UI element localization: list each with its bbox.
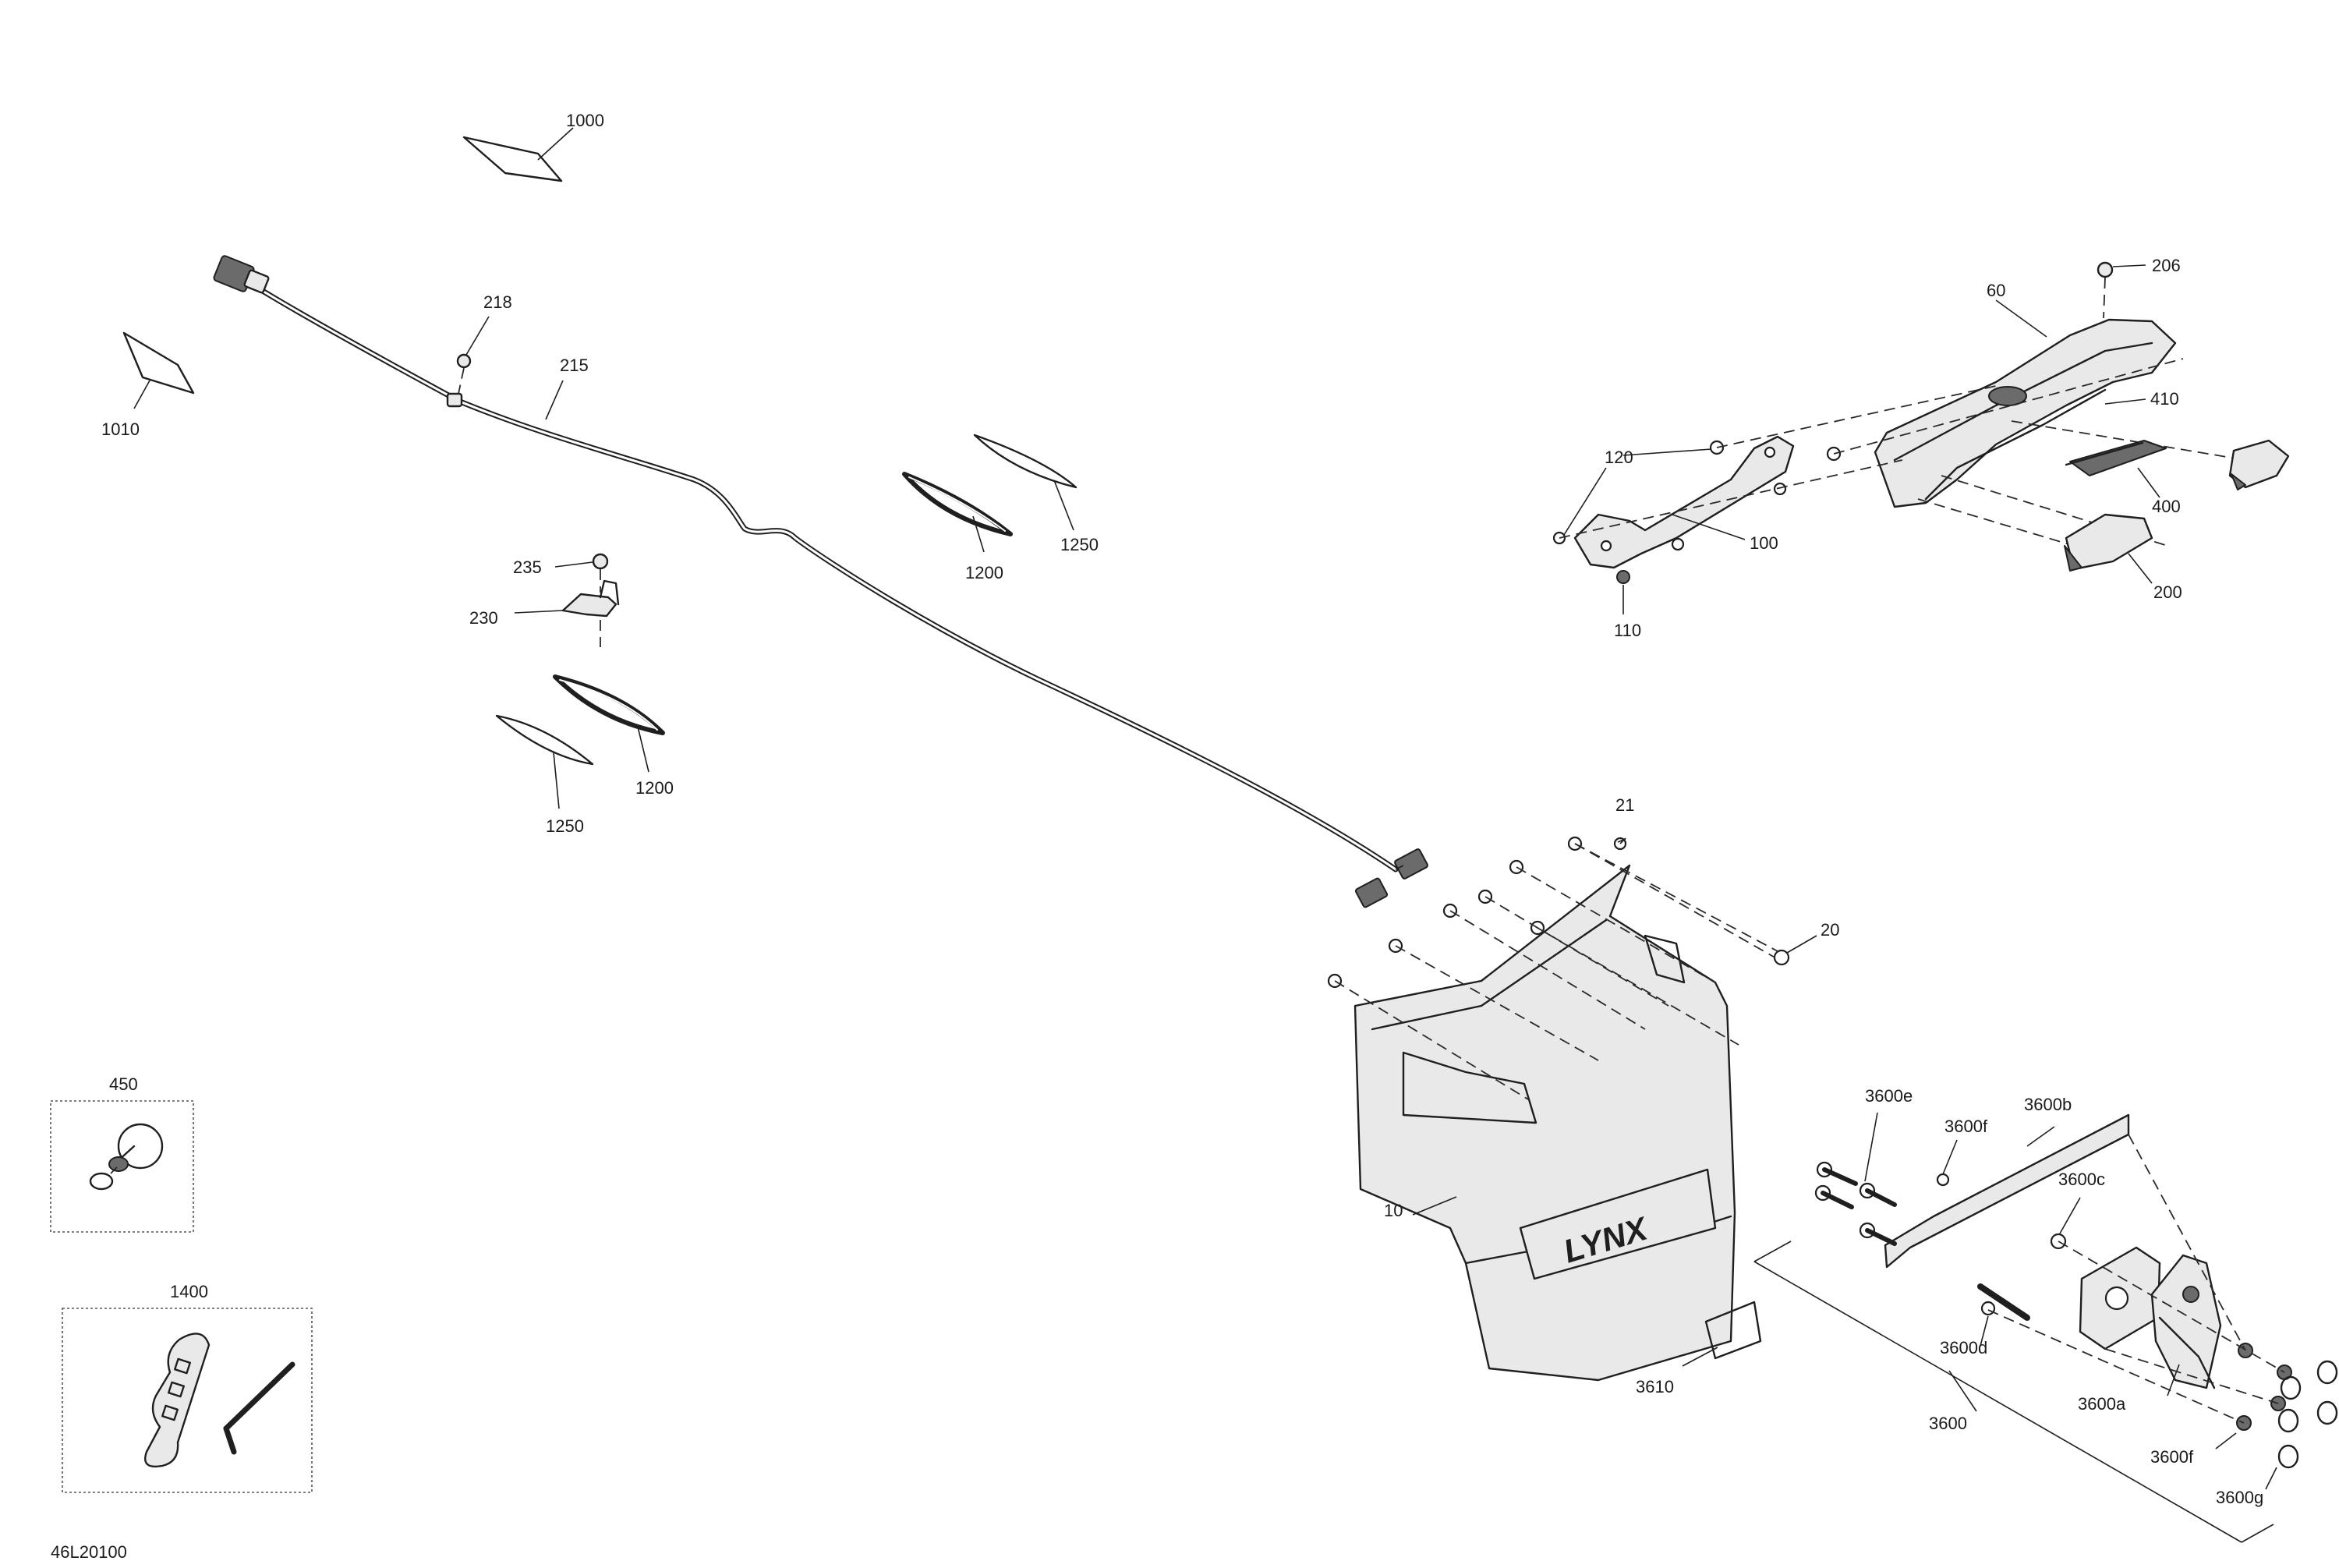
hitch-kit-3600 [1753,1112,2338,1543]
callout-3600f-bottom: 3600f [2150,1447,2194,1467]
callout-3600a: 3600a [2078,1394,2126,1414]
callout-3600b: 3600b [2024,1095,2072,1114]
bracket-230 [514,553,620,647]
callout-21: 21 [1615,795,1634,815]
callout-400: 400 [2152,497,2181,516]
snow-flap-10: LYNX [1354,864,1736,1382]
callout-120: 120 [1605,448,1633,467]
callout-1400: 1400 [170,1282,208,1301]
tail-light-assembly [1552,261,2290,614]
callout-10: 10 [1384,1201,1403,1220]
lens-pair-lower [495,674,665,809]
callout-1200-upper: 1200 [965,563,1003,582]
callout-110: 110 [1614,621,1641,640]
callout-206: 206 [2152,256,2181,275]
push-pin-218 [456,316,490,395]
callout-3600g: 3600g [2216,1488,2263,1507]
callout-3600e: 3600e [1865,1086,1913,1106]
callout-3610: 3610 [1636,1377,1674,1396]
callout-60: 60 [1987,281,2005,300]
callout-1200-lower: 1200 [635,778,674,798]
callout-1250-lower: 1250 [546,816,584,836]
callout-230: 230 [469,608,498,628]
callout-215: 215 [560,356,589,375]
callout-200: 200 [2153,582,2182,602]
callout-20: 20 [1821,920,1839,940]
callout-1250-upper: 1250 [1060,535,1099,554]
flap-fasteners [1327,836,1817,1100]
callout-3600f-top: 3600f [1944,1117,1988,1136]
lens-pair-upper [902,434,1077,553]
callout-218: 218 [483,292,512,312]
decal-1010 [122,331,195,409]
callout-3600: 3600 [1929,1414,1967,1433]
callout-1000: 1000 [566,111,604,130]
callout-3600d: 3600d [1940,1338,1987,1357]
callout-100: 100 [1750,533,1778,553]
callout-450: 450 [109,1074,138,1094]
kit-box-450 [50,1100,194,1233]
tool-kit-1400 [62,1308,313,1493]
callout-410: 410 [2150,389,2179,409]
decal-1000 [462,127,574,182]
wiring-harness-215 [213,255,1428,908]
callout-235: 235 [513,557,542,577]
diagram-reference-code: 46L20100 [51,1542,127,1562]
plate-3610 [1682,1301,1762,1367]
callout-1010: 1010 [101,419,140,439]
callout-3600c: 3600c [2058,1170,2105,1189]
